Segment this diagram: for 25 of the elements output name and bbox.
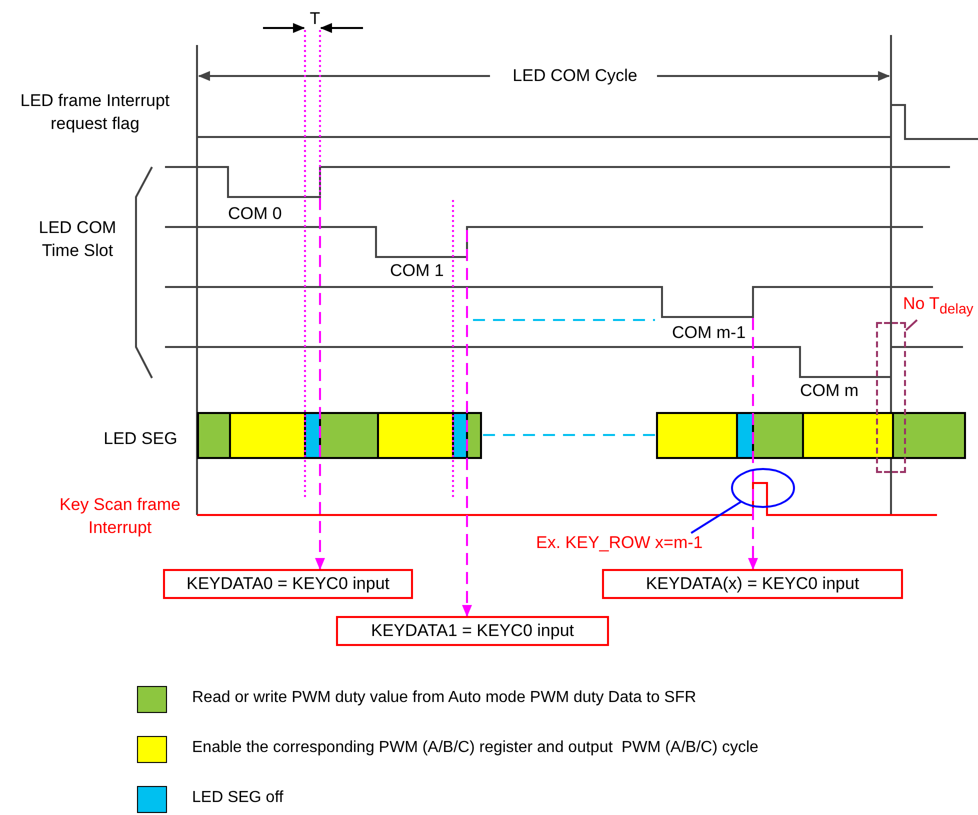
signal-label: LED COM Time Slot xyxy=(38,217,118,262)
slot-label: COM m xyxy=(800,380,860,402)
slot-label: COM 1 xyxy=(390,260,445,282)
legend-text: Read or write PWM duty value from Auto mode PWM duty Data to SFR xyxy=(192,689,696,707)
signal-label: Key Scan frame Interrupt xyxy=(58,494,182,539)
leader-line xyxy=(905,319,918,331)
annotation-text: No T$_{delay}$ xyxy=(903,294,978,320)
data-box: KEYDATA(x) = KEYC0 input xyxy=(602,569,903,599)
data-box: KEYDATA0 = KEYC0 input xyxy=(163,569,413,599)
highlight-box xyxy=(876,322,906,473)
arrow xyxy=(748,318,758,570)
dimension-label: LED COM Cycle xyxy=(512,65,638,87)
signal-label: LED frame Interrupt request flag xyxy=(19,90,171,135)
data-box: KEYDATA1 = KEYC0 input xyxy=(336,616,609,646)
arrow xyxy=(315,198,325,570)
arrow xyxy=(462,230,472,617)
legend-text: LED SEG off xyxy=(192,789,284,807)
leader-line xyxy=(690,500,742,534)
highlight-ellipse xyxy=(731,468,795,508)
callout-text: Ex. KEY_ROW x=m-1 xyxy=(536,533,708,557)
signal-label: LED SEG xyxy=(102,428,178,450)
slot-label: COM m-1 xyxy=(672,322,747,344)
dimension-label: T xyxy=(308,8,322,30)
slot-label: COM 0 xyxy=(228,203,283,225)
legend-text: Enable the corresponding PWM (A/B/C) register and output PWM (A/B/C) cycle xyxy=(192,739,758,757)
